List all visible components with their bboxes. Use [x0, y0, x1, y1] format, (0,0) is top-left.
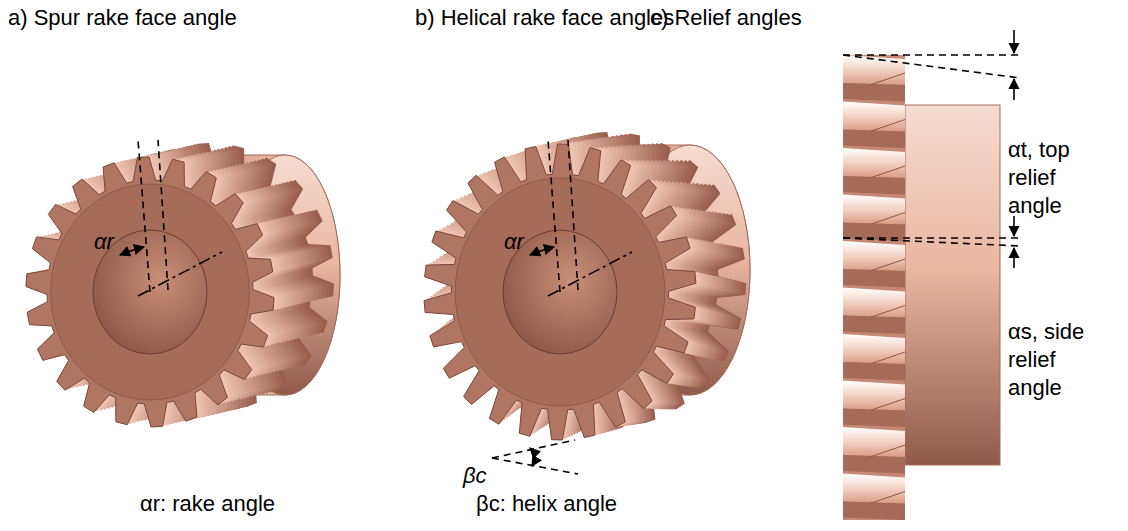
- rake-helix-lines: [492, 140, 632, 474]
- angle-symbol: αr: [94, 228, 114, 256]
- relief-angle-lines: [843, 30, 1020, 268]
- tooth-side: [843, 148, 905, 195]
- tooth-side: [843, 334, 905, 381]
- hub-side: [905, 105, 1000, 465]
- panel-title: c) Relief angles: [650, 4, 802, 32]
- teeth-column: [843, 55, 905, 520]
- spur-gear: [26, 143, 340, 427]
- tooth-side: [843, 427, 905, 474]
- tooth-side: [843, 195, 905, 242]
- panel-title: a) Spur rake face angle: [8, 4, 237, 32]
- legend-note: αr: rake angle: [140, 490, 275, 518]
- helical-gear: [424, 132, 750, 440]
- rake-angle-lines: [120, 140, 222, 296]
- side-view-gear: [843, 55, 1000, 520]
- angle-symbol: αr: [504, 228, 524, 256]
- tooth-side: [843, 381, 905, 428]
- angle-label: αt, top relief angle: [1008, 136, 1100, 220]
- tooth-side: [843, 102, 905, 149]
- angle-label: αs, side relief angle: [1008, 318, 1100, 402]
- angle-symbol: βc: [463, 462, 487, 490]
- legend-note: βc: helix angle: [476, 490, 617, 518]
- tooth-side: [843, 474, 905, 521]
- panel-title: b) Helical rake face angles: [415, 4, 674, 32]
- tooth-side: [843, 241, 905, 288]
- tooth-side: [843, 288, 905, 335]
